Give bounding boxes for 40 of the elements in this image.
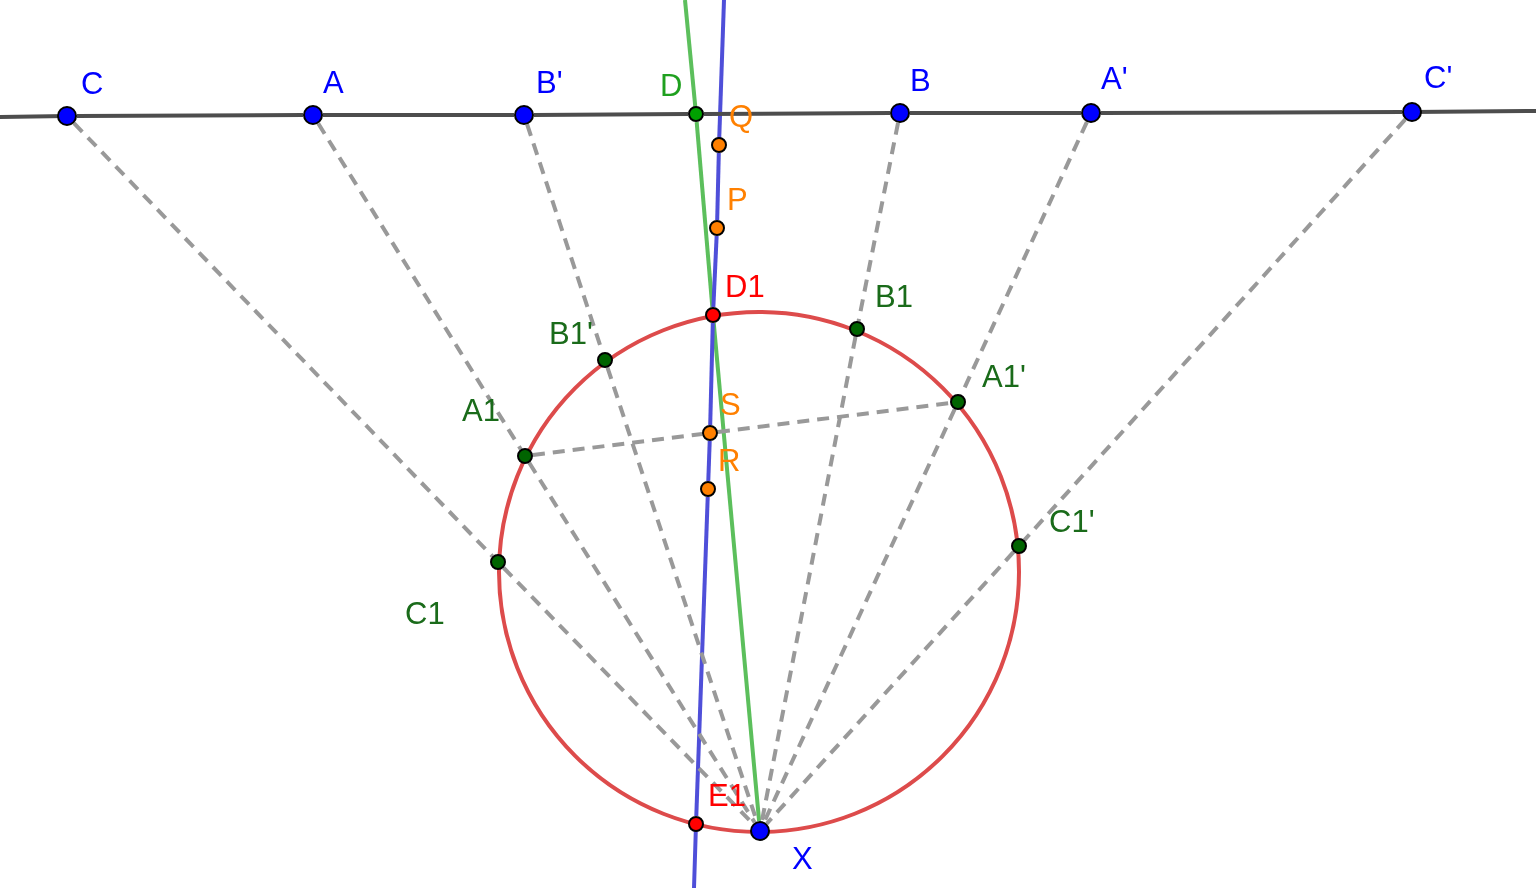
point-label: D1	[725, 271, 765, 302]
dashed-line	[856, 122, 900, 322]
line	[534, 112, 688, 117]
dashed-line	[532, 432, 703, 457]
point-label: E1	[708, 780, 746, 811]
point-label: B1	[875, 281, 913, 312]
point-label: C1'	[1049, 506, 1095, 537]
point-label: B'	[536, 67, 563, 98]
line	[323, 113, 514, 117]
dashed-line	[316, 122, 523, 451]
line	[77, 113, 303, 118]
line	[1101, 110, 1402, 115]
point-label: A1	[462, 395, 500, 426]
line	[711, 322, 762, 822]
point-label: D	[660, 70, 683, 101]
line	[708, 322, 715, 426]
point-label: A'	[1101, 63, 1128, 94]
dashed-line	[72, 121, 494, 558]
point-label: B	[910, 65, 931, 96]
dashed-line	[527, 461, 757, 824]
line	[706, 440, 712, 482]
line	[694, 496, 710, 817]
dashed-line	[762, 408, 957, 823]
point-label: B1'	[549, 318, 593, 349]
line	[711, 235, 719, 308]
point-label: A1'	[982, 361, 1026, 392]
point-label: C'	[1424, 62, 1453, 93]
line	[715, 152, 721, 221]
line	[704, 111, 890, 116]
line	[694, 121, 715, 308]
point-label: C	[81, 68, 104, 99]
dashed-line	[765, 550, 1016, 825]
point-label: P	[727, 184, 748, 215]
dashed-line	[759, 336, 858, 822]
dashed-line	[717, 401, 951, 434]
point-label: X	[792, 843, 813, 874]
point-label: A	[323, 67, 344, 98]
dashed-line	[1022, 118, 1407, 542]
line	[910, 111, 1081, 115]
point-label: C1	[405, 598, 445, 629]
